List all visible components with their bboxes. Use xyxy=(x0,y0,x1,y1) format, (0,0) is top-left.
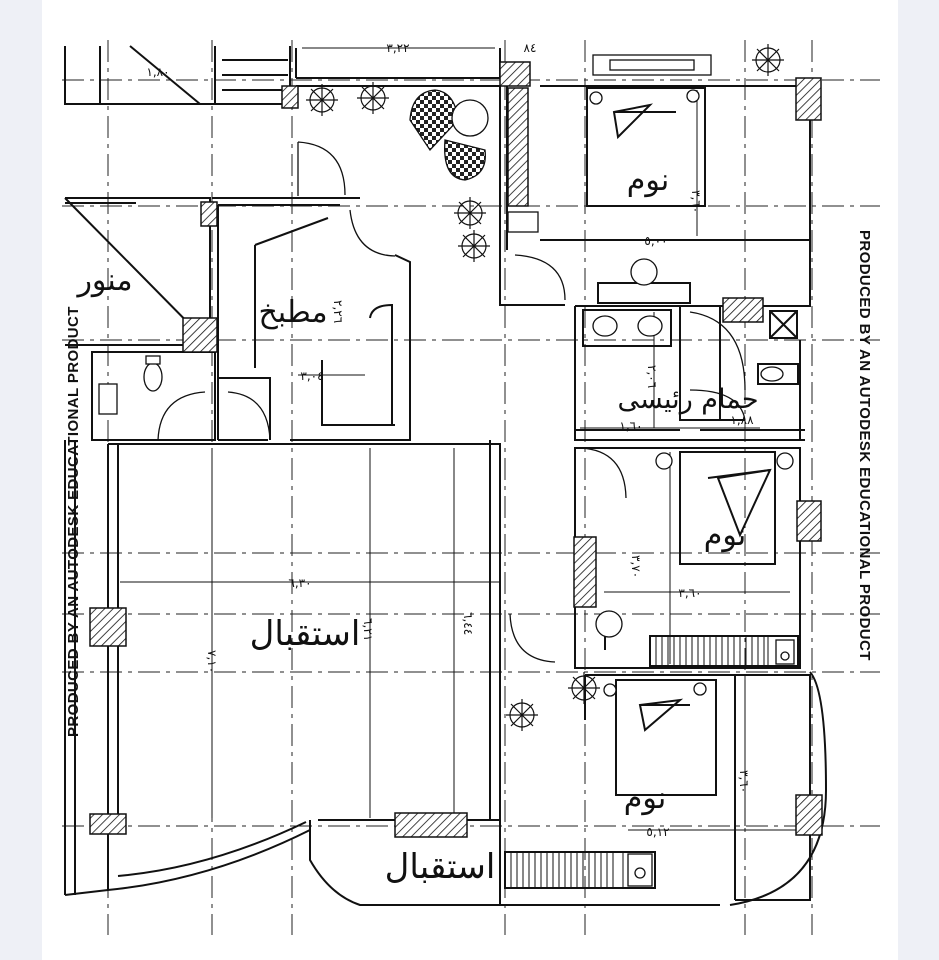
structural-columns xyxy=(89,61,823,838)
room-label-bedroom-bottom: نوم xyxy=(624,781,666,816)
plants xyxy=(306,44,784,731)
dim-bed-top-height: ٣,٦٠ xyxy=(689,190,703,213)
plant-icon xyxy=(306,84,338,116)
dim-bed-mid-height: ٣,٧٠ xyxy=(629,555,643,578)
dim-top-small: ٨٤ xyxy=(524,41,537,55)
paper-sheet xyxy=(42,0,898,960)
room-label-bedroom-top: نوم xyxy=(627,163,669,198)
dim-bed-bot-height: ٣,٦٠ xyxy=(737,770,751,793)
room-label-bedroom-middle: نوم xyxy=(704,518,746,553)
plant-icon-7 xyxy=(506,699,538,731)
dim-reception-h1: ٧,١٠ xyxy=(205,650,219,673)
plant-icon-6 xyxy=(568,672,600,704)
lamp-icon-3 xyxy=(655,452,673,470)
dim-bath-width-a: ١,٦٠ xyxy=(619,419,642,433)
dim-reception-h3: ٦,٤٤ xyxy=(461,612,475,635)
sink-icon xyxy=(592,315,618,337)
plant-icon-4 xyxy=(454,197,486,229)
lamp-icon-5 xyxy=(603,683,617,697)
lamp-icon-4 xyxy=(776,452,794,470)
watermark-right: PRODUCED BY AN AUTODESK EDUCATIONAL PROD… xyxy=(856,230,873,661)
plant-icon-5 xyxy=(458,230,490,262)
dim-bed-bot-width: ٥,١٢ xyxy=(646,825,669,839)
dim-bed-mid-width: ٣,٦٠ xyxy=(678,586,701,600)
dim-bath-height: ٢,٠٦ xyxy=(645,365,659,388)
dim-bed-top-width: ٥,٠٠ xyxy=(644,234,667,248)
dim-top-width: ٣,٢٢ xyxy=(386,41,409,55)
door-swings xyxy=(157,141,746,663)
dim-bath-width-b: ١,٨٨ xyxy=(730,413,754,427)
watermark-left: PRODUCED BY AN AUTODESK EDUCATIONAL PROD… xyxy=(65,306,82,737)
fixtures xyxy=(98,54,795,887)
lamp-icon xyxy=(589,91,603,105)
dimension-labels: ٣,٢٢ ١,٨٠ ٨٤ ٣,٦٠ ٥,٠٠ ٢,٢٦ ٣,٠٤ ٢,٠٦ ١,… xyxy=(146,41,754,839)
room-label-reception-main: استقبال xyxy=(250,614,361,654)
room-label-kitchen: مطبخ xyxy=(258,295,327,330)
dim-kitchen-height: ٢,٢٦ xyxy=(331,300,345,323)
lamp-icon-6 xyxy=(693,682,707,696)
garden-features xyxy=(409,89,489,181)
room-label-reception-bottom: استقبال xyxy=(385,847,496,887)
plant-icon-2 xyxy=(357,82,389,114)
dim-stair-width: ١,٨٠ xyxy=(146,65,169,79)
lamp-icon-2 xyxy=(686,89,700,103)
dim-reception-width: ٦,٣٠ xyxy=(288,576,311,590)
plant-icon-3 xyxy=(752,44,784,76)
room-label-master-bath: حمام رئيسى xyxy=(617,384,758,415)
wardrobes xyxy=(504,635,769,889)
toilet-icon xyxy=(143,362,163,392)
dim-reception-h2: ٦,٢١ xyxy=(361,618,375,641)
dimension-lines xyxy=(120,47,800,831)
sink-icon-2 xyxy=(637,315,663,337)
dim-kitchen-width: ٣,٠٤ xyxy=(300,369,323,383)
room-label-light-well: منور xyxy=(75,263,132,298)
